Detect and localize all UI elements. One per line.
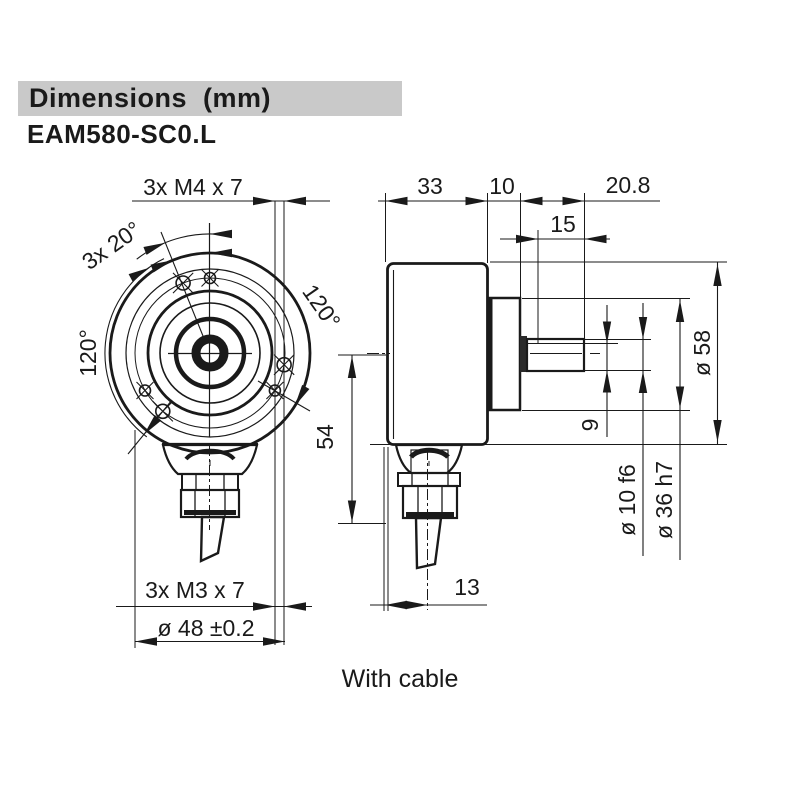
dim-label-15: 15 <box>550 211 576 237</box>
dim-label-bolt-circle: ø 48 ±0.2 <box>157 615 254 641</box>
dim-label-20-8: 20.8 <box>606 172 651 198</box>
section-header: Dimensions (mm) <box>18 81 402 116</box>
dim-label-54: 54 <box>312 424 338 450</box>
dim-label-10: 10 <box>489 173 515 199</box>
dim-label-33: 33 <box>417 173 443 199</box>
dim-label-3x20: 3x 20° <box>77 216 146 275</box>
dim-label-13: 13 <box>454 574 480 600</box>
dim-label-m4: 3x M4 x 7 <box>143 174 243 200</box>
page-title: EAM580-SC0.L <box>27 119 217 149</box>
drawing-caption: With cable <box>341 665 459 693</box>
dim-label-m3: 3x M3 x 7 <box>145 577 245 603</box>
dim-label-9: 9 <box>577 419 603 432</box>
side-view-drawing: 33 10 20.8 15 ø 58 9 ø 10 f6 ø 36 h7 13 <box>367 172 727 611</box>
dim-label-120-left: 120° <box>75 329 101 377</box>
dim-label-120-right: 120° <box>297 279 346 333</box>
front-view-drawing: 3x M4 x 7 3x 20° 120° 120° 54 3x M3 x 7 … <box>75 174 386 648</box>
dim-label-dia36: ø 36 h7 <box>651 461 677 539</box>
section-title: Dimensions (mm) <box>29 83 272 113</box>
dim-label-dia58: ø 58 <box>689 330 715 376</box>
dim-label-dia10: ø 10 f6 <box>614 464 640 536</box>
